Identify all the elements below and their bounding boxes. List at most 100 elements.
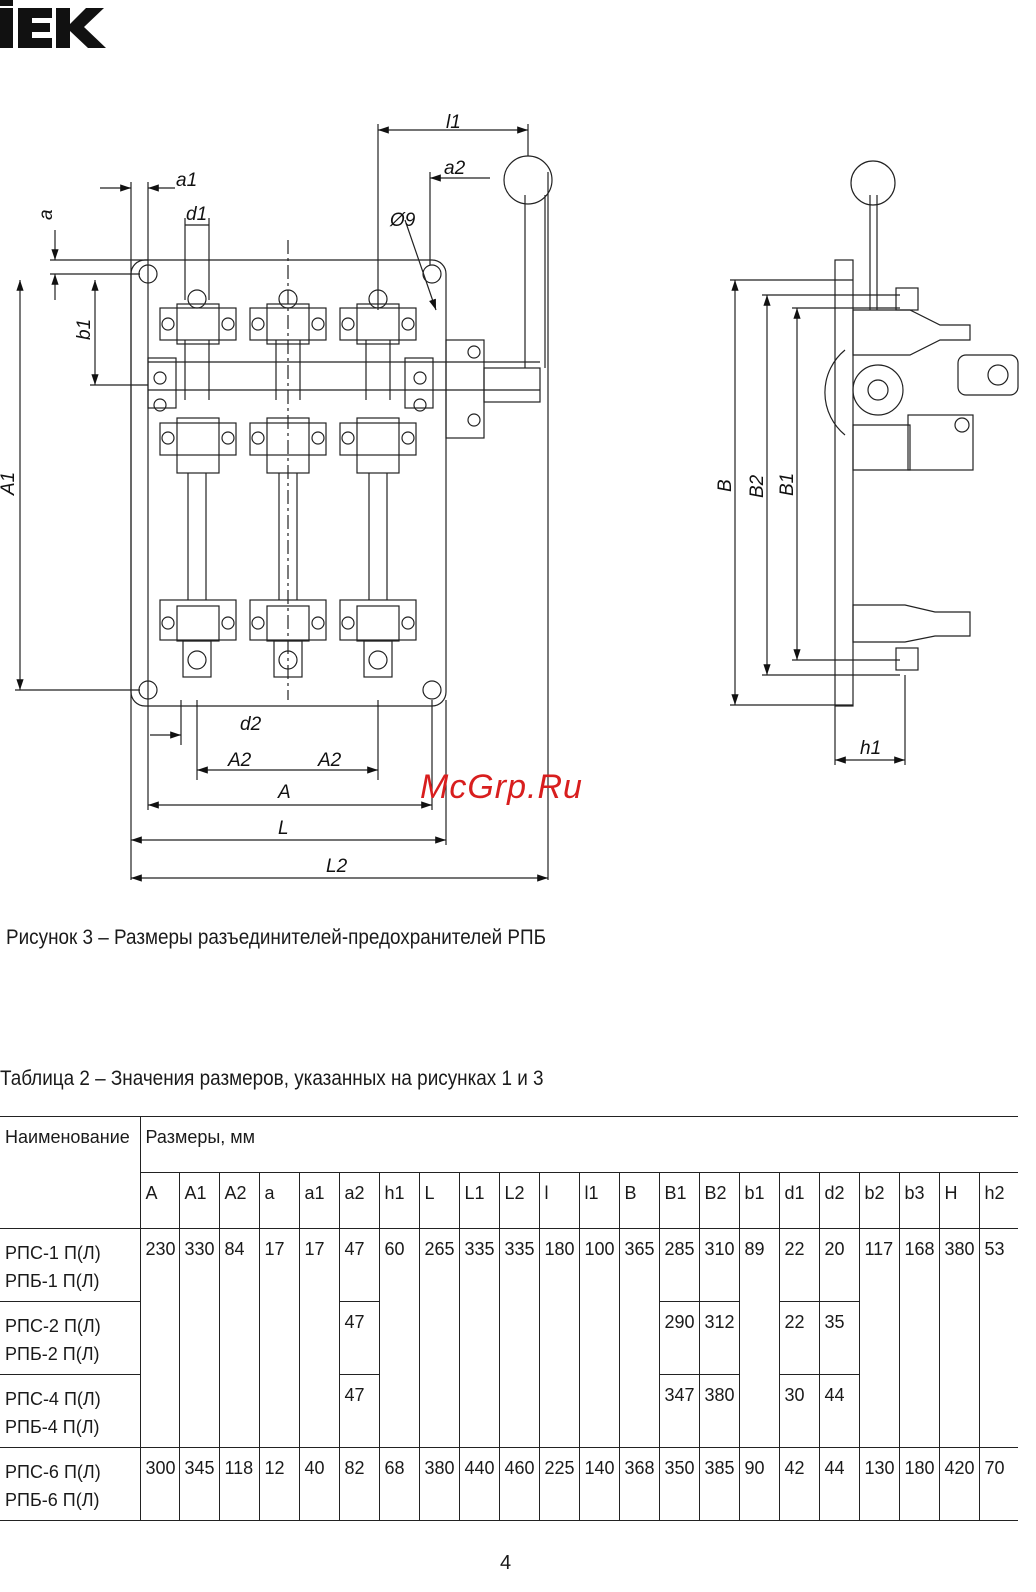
size-value: 230: [139, 1228, 179, 1448]
size-value: 285: [658, 1228, 699, 1302]
model-name: РПБ-4 П(Л): [5, 1417, 100, 1437]
model-name: РПС-1 П(Л): [5, 1243, 101, 1263]
label-L2: L2: [326, 856, 348, 877]
size-value: 20: [818, 1228, 859, 1302]
column-header: B2: [698, 1172, 739, 1229]
column-header: A2: [218, 1172, 259, 1229]
size-value: 368: [618, 1447, 659, 1521]
column-header: a: [258, 1172, 299, 1229]
size-value: 225: [538, 1447, 579, 1521]
column-header: H: [938, 1172, 979, 1229]
size-value: 44: [818, 1447, 859, 1521]
size-value: 350: [658, 1447, 699, 1521]
size-value: 84: [218, 1228, 259, 1448]
size-value: 312: [698, 1301, 739, 1375]
size-value: 380: [698, 1374, 739, 1448]
size-value: 385: [698, 1447, 739, 1521]
label-A2-left: A2: [227, 750, 252, 771]
column-header: B: [618, 1172, 659, 1229]
column-header: d2: [818, 1172, 859, 1229]
size-value: 335: [458, 1228, 499, 1448]
column-header: L1: [458, 1172, 499, 1229]
label-a1: a1: [176, 170, 197, 191]
size-value: 440: [458, 1447, 499, 1521]
size-value: 100: [578, 1228, 619, 1448]
size-value: 30: [778, 1374, 819, 1448]
size-value: 335: [498, 1228, 539, 1448]
size-value: 168: [898, 1228, 939, 1448]
model-name-cell: РПС-6 П(Л) РПБ-6 П(Л): [0, 1447, 140, 1521]
label-L: L: [278, 818, 289, 839]
size-value: 130: [858, 1447, 899, 1521]
model-name-cell: РПС-4 П(Л) РПБ-4 П(Л): [0, 1374, 140, 1448]
size-value: 42: [778, 1447, 819, 1521]
size-value: 380: [938, 1228, 979, 1448]
size-value: 47: [338, 1374, 379, 1448]
side-view-plate: [834, 259, 854, 707]
size-value: 300: [139, 1447, 179, 1521]
size-value: 460: [498, 1447, 539, 1521]
size-value: 180: [538, 1228, 579, 1448]
size-header-cell: Размеры, мм: [139, 1116, 1019, 1173]
model-name: РПС-6 П(Л): [5, 1462, 101, 1482]
size-value: 17: [298, 1228, 339, 1448]
size-value: 47: [338, 1301, 379, 1375]
label-b1: b1: [74, 319, 95, 340]
label-diam: Ø9: [389, 210, 416, 231]
label-B: B: [715, 479, 736, 492]
pole-2: [249, 289, 327, 678]
size-value: 117: [858, 1228, 899, 1448]
model-name: РПС-4 П(Л): [5, 1389, 101, 1409]
size-value: 365: [618, 1228, 659, 1448]
size-value: 330: [178, 1228, 219, 1448]
size-value: 140: [578, 1447, 619, 1521]
size-value: 290: [658, 1301, 699, 1375]
column-header: L2: [498, 1172, 539, 1229]
size-value: 68: [378, 1447, 419, 1521]
column-header: b1: [738, 1172, 779, 1229]
table-title: Таблица 2 – Значения размеров, указанных…: [0, 1067, 544, 1090]
model-name: РПБ-6 П(Л): [5, 1490, 100, 1510]
column-header: d1: [778, 1172, 819, 1229]
pole-3: [339, 289, 417, 678]
size-value: 47: [338, 1228, 379, 1302]
column-header: a2: [338, 1172, 379, 1229]
size-value: 44: [818, 1374, 859, 1448]
column-header: l1: [578, 1172, 619, 1229]
column-header: b2: [858, 1172, 899, 1229]
size-value: 70: [978, 1447, 1019, 1521]
label-A: A: [277, 782, 291, 803]
pole-1: [159, 289, 237, 678]
column-header: l: [538, 1172, 579, 1229]
column-header: A1: [178, 1172, 219, 1229]
column-header: h2: [978, 1172, 1019, 1229]
size-value: 345: [178, 1447, 219, 1521]
model-name-cell: РПС-1 П(Л)РПБ-1 П(Л): [0, 1228, 140, 1302]
size-value: 118: [218, 1447, 259, 1521]
size-header: Размеры, мм: [145, 1127, 256, 1147]
size-value: 40: [298, 1447, 339, 1521]
column-header: a1: [298, 1172, 339, 1229]
model-name-cell: РПС-2 П(Л)РПБ-2 П(Л): [0, 1301, 140, 1375]
column-header: B1: [658, 1172, 699, 1229]
size-value: 89: [738, 1228, 779, 1448]
label-B1: B1: [777, 473, 798, 496]
size-value: 35: [818, 1301, 859, 1375]
size-value: 180: [898, 1447, 939, 1521]
size-value: 17: [258, 1228, 299, 1448]
column-header: A: [139, 1172, 179, 1229]
label-l1: l1: [446, 112, 461, 133]
size-value: 310: [698, 1228, 739, 1302]
model-name: РПБ-2 П(Л): [5, 1344, 100, 1364]
size-value: 380: [418, 1447, 459, 1521]
name-header: Наименование: [5, 1127, 130, 1147]
size-value: 420: [938, 1447, 979, 1521]
size-value: 265: [418, 1228, 459, 1448]
iek-logo: [0, 0, 106, 48]
label-A2-right: A2: [317, 750, 342, 771]
column-header: L: [418, 1172, 459, 1229]
size-value: 12: [258, 1447, 299, 1521]
size-value: 82: [338, 1447, 379, 1521]
column-header: h1: [378, 1172, 419, 1229]
